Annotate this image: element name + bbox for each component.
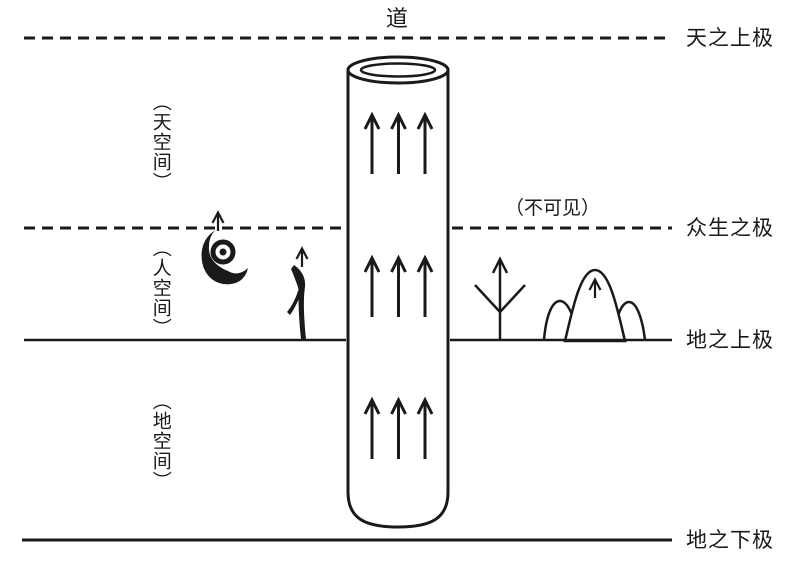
earth-lower-limit-label: 地之下极 — [686, 529, 774, 552]
mountains-with-arrow-icon — [542, 268, 647, 343]
invisible-note: （不可见） — [505, 198, 601, 219]
bird-body — [201, 230, 248, 285]
person-body — [291, 265, 306, 339]
heaven-space-label: （天空间） — [149, 92, 171, 192]
cylinder-top-inner-rim — [359, 62, 437, 78]
earth-space-label: （地空间） — [149, 391, 171, 491]
cylinder-top-outer-rim — [346, 55, 450, 85]
heaven-upper-limit-label: 天之上极 — [686, 27, 774, 50]
human-space-label: （人空间） — [149, 238, 171, 338]
person-limb — [287, 288, 302, 315]
tree-arrowhead — [491, 256, 509, 274]
tree-with-arrow-icon — [474, 256, 526, 340]
bird-eye-dot — [219, 248, 227, 256]
tree-branch-right — [499, 284, 526, 313]
person-up-arrow-icon — [295, 247, 309, 269]
bird-pictograph-icon — [201, 211, 248, 285]
earth-upper-limit-label: 地之上极 — [686, 329, 774, 352]
mountain-center-peak — [563, 268, 627, 343]
beings-limit-label: 众生之极 — [686, 217, 774, 240]
dao-title: 道 — [385, 6, 408, 31]
tree-branch-left — [474, 284, 501, 313]
person-pictograph-icon — [287, 247, 309, 339]
